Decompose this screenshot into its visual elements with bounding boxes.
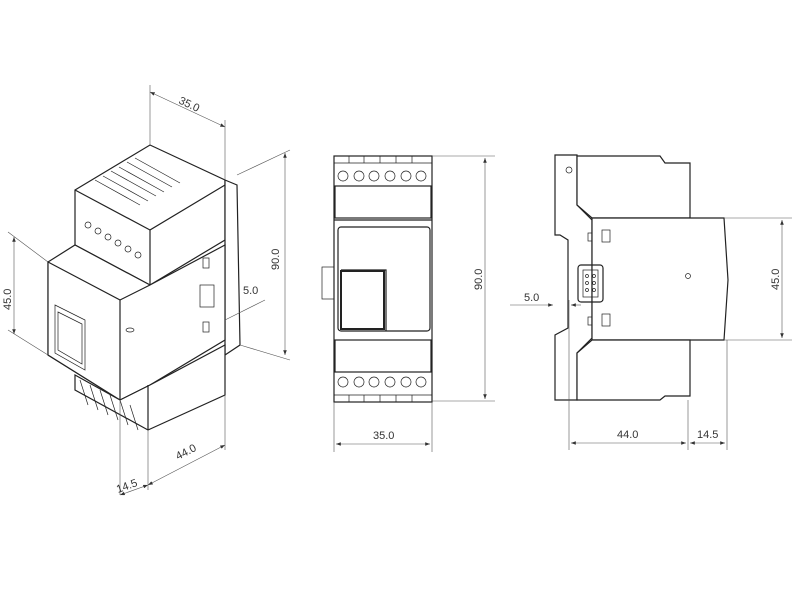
terminal-ridges xyxy=(84,157,181,259)
front-view xyxy=(321,155,433,403)
iso-width-label: 35.0 xyxy=(177,95,201,115)
front-dimensions xyxy=(333,155,495,452)
side-dimensions xyxy=(510,217,792,450)
iso-rail-offset-label: 5.0 xyxy=(243,285,258,297)
side-front-depth-label: 14.5 xyxy=(697,429,718,441)
iso-front-height-label: 45.0 xyxy=(2,289,14,310)
top-terminal-screws xyxy=(337,170,427,182)
front-height-label: 90.0 xyxy=(473,269,485,290)
side-front-height-label: 45.0 xyxy=(770,269,782,290)
front-width-label: 35.0 xyxy=(373,430,394,442)
side-rail-offset-label: 5.0 xyxy=(524,292,539,304)
bottom-terminal-screws xyxy=(337,376,427,388)
side-depth-label: 44.0 xyxy=(617,429,638,441)
isometric-view xyxy=(47,144,241,431)
side-connector xyxy=(577,264,604,303)
side-view xyxy=(554,154,729,401)
connector-port xyxy=(199,284,215,308)
iso-height-label: 90.0 xyxy=(270,249,282,270)
isometric-dimensions xyxy=(7,85,291,496)
iso-depth-label: 44.0 xyxy=(174,442,199,462)
iso-front-depth-label: 14.5 xyxy=(115,477,139,496)
